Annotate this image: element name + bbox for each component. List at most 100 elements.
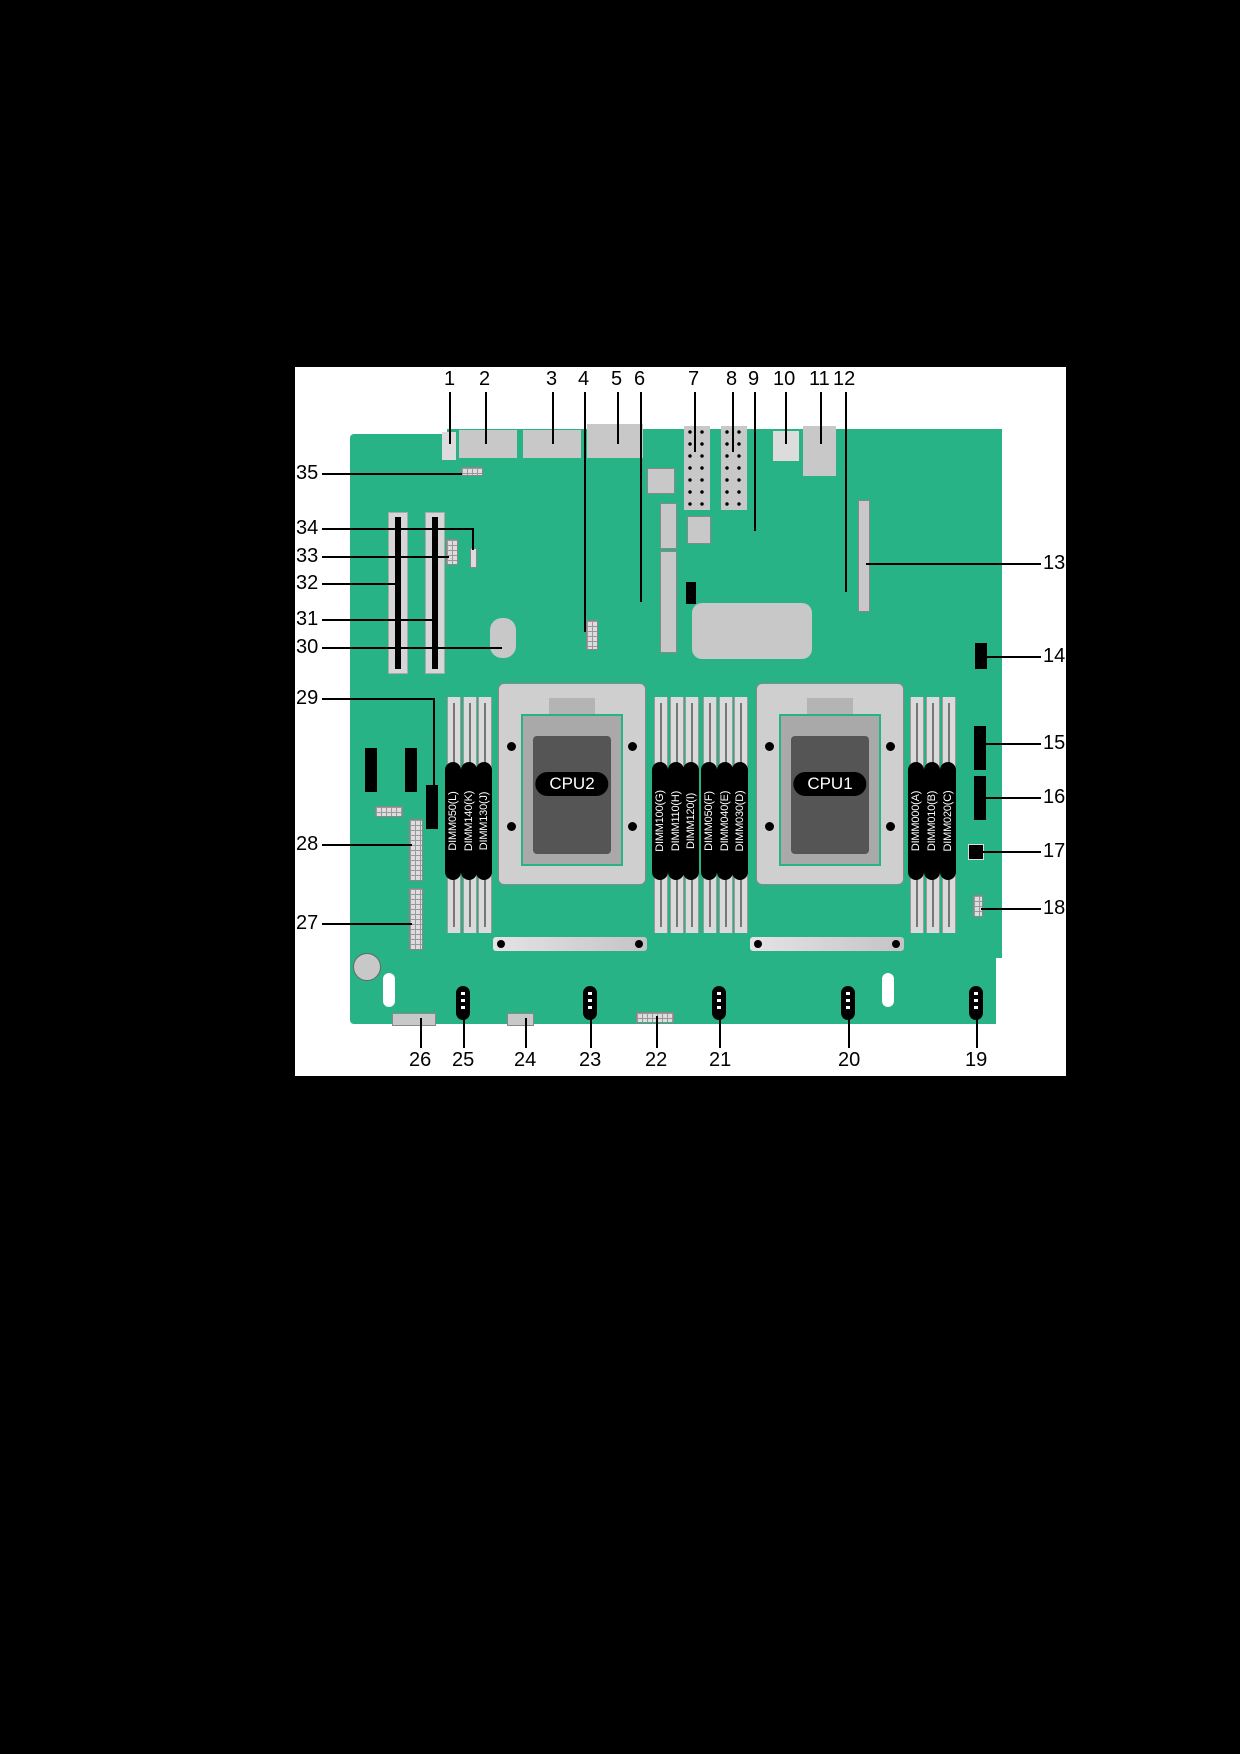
left-header bbox=[375, 806, 403, 817]
component-1-connector bbox=[442, 432, 456, 460]
component-2-port bbox=[459, 430, 517, 458]
component-18-header bbox=[973, 895, 983, 917]
leader-2 bbox=[485, 392, 487, 444]
callout-6: 6 bbox=[634, 368, 646, 390]
component-6-m2-slot bbox=[660, 551, 677, 653]
cpu2-label: CPU2 bbox=[535, 772, 609, 796]
callout-5: 5 bbox=[611, 368, 623, 390]
leader-14 bbox=[981, 656, 1041, 658]
component-16-connector bbox=[974, 776, 986, 820]
callout-15: 15 bbox=[1043, 732, 1066, 754]
callout-3: 3 bbox=[546, 368, 558, 390]
tpm-bracket bbox=[692, 603, 812, 659]
callout-21: 21 bbox=[709, 1049, 732, 1071]
left-connector-b bbox=[405, 748, 417, 792]
component-6-sata-b bbox=[660, 503, 677, 549]
component-35-header bbox=[461, 467, 483, 476]
leader-5 bbox=[617, 392, 619, 444]
component-23-fan-connector bbox=[583, 986, 597, 1020]
leader-18 bbox=[981, 908, 1041, 910]
leader-6 bbox=[640, 392, 642, 602]
leader-1 bbox=[449, 392, 451, 444]
leader-27 bbox=[322, 923, 412, 925]
leader-29b bbox=[433, 698, 435, 788]
cpu2-heatsink-rail bbox=[493, 937, 647, 951]
leader-3 bbox=[552, 392, 554, 444]
leader-33 bbox=[322, 556, 449, 558]
cpu1-socket: CPU1 bbox=[756, 683, 904, 885]
callout-16: 16 bbox=[1043, 786, 1066, 808]
callout-9: 9 bbox=[748, 368, 760, 390]
component-31-pcie-slot bbox=[425, 512, 445, 674]
component-34-connector bbox=[470, 548, 477, 568]
dimm-label-f: DIMM050(F) bbox=[701, 762, 717, 880]
leader-29a bbox=[322, 698, 434, 700]
dimm-label-c: DIMM020(C) bbox=[940, 762, 956, 880]
callout-26: 26 bbox=[409, 1049, 432, 1071]
leader-4 bbox=[584, 392, 586, 632]
callout-28: 28 bbox=[296, 833, 319, 855]
component-20-fan-connector bbox=[841, 986, 855, 1020]
callout-4: 4 bbox=[578, 368, 590, 390]
callout-34: 34 bbox=[296, 517, 319, 539]
leader-26 bbox=[420, 1018, 422, 1048]
dimm-label-i: DIMM120(I) bbox=[683, 762, 699, 880]
callout-17: 17 bbox=[1043, 840, 1066, 862]
component-27-power-connector bbox=[409, 888, 423, 950]
component-13-riser-slot bbox=[858, 500, 870, 612]
component-29-connector bbox=[426, 785, 438, 829]
leader-12 bbox=[845, 392, 847, 592]
leader-9 bbox=[754, 392, 756, 531]
callout-31: 31 bbox=[296, 608, 319, 630]
callout-8: 8 bbox=[726, 368, 738, 390]
leader-24 bbox=[525, 1018, 527, 1048]
cpu1-label: CPU1 bbox=[793, 772, 867, 796]
callout-27: 27 bbox=[296, 912, 319, 934]
callout-10: 10 bbox=[773, 368, 796, 390]
component-5-vga-port bbox=[587, 424, 643, 458]
keyhole-left bbox=[383, 973, 395, 1007]
dimm-label-d: DIMM030(D) bbox=[732, 762, 748, 880]
dimm-label-b: DIMM010(B) bbox=[924, 762, 940, 880]
component-4-header bbox=[586, 620, 598, 650]
callout-24: 24 bbox=[514, 1049, 537, 1071]
component-7-sfp-cage bbox=[684, 426, 710, 510]
callout-13: 13 bbox=[1043, 552, 1066, 574]
leader-34b bbox=[472, 528, 474, 550]
motherboard-bottom-notch bbox=[996, 958, 1002, 1024]
callout-7: 7 bbox=[688, 368, 700, 390]
dimm-label-l: DIMM050(L) bbox=[445, 762, 461, 880]
callout-2: 2 bbox=[479, 368, 491, 390]
leader-11 bbox=[820, 392, 822, 444]
component-21-fan-connector bbox=[712, 986, 726, 1020]
callout-18: 18 bbox=[1043, 897, 1066, 919]
leader-31 bbox=[322, 619, 433, 621]
leader-30 bbox=[322, 647, 502, 649]
callout-19: 19 bbox=[965, 1049, 988, 1071]
leader-19 bbox=[976, 1012, 978, 1048]
leader-35 bbox=[322, 473, 462, 475]
callout-32: 32 bbox=[296, 572, 319, 594]
leader-20 bbox=[848, 1012, 850, 1048]
component-33-header bbox=[446, 539, 458, 565]
callout-23: 23 bbox=[579, 1049, 602, 1071]
callout-11: 11 bbox=[809, 368, 830, 390]
component-19-fan-connector bbox=[969, 986, 983, 1020]
leader-21 bbox=[719, 1012, 721, 1048]
component-30-battery bbox=[490, 618, 516, 658]
callout-29: 29 bbox=[296, 687, 319, 709]
component-32-pcie-slot bbox=[388, 512, 408, 674]
component-15-connector bbox=[974, 726, 986, 770]
leader-17 bbox=[981, 851, 1041, 853]
leader-22 bbox=[656, 1016, 658, 1048]
dimm-label-a: DIMM000(A) bbox=[908, 762, 924, 880]
callout-25: 25 bbox=[452, 1049, 475, 1071]
component-26-connector bbox=[392, 1013, 436, 1026]
component-24-connector bbox=[507, 1013, 534, 1026]
callout-1: 1 bbox=[444, 368, 456, 390]
component-8-sfp-cage bbox=[721, 426, 747, 510]
cpu1-heatsink-rail bbox=[750, 937, 904, 951]
dimm-label-k: DIMM140(K) bbox=[461, 762, 477, 880]
keyhole-right bbox=[882, 973, 894, 1007]
leader-15 bbox=[981, 743, 1041, 745]
